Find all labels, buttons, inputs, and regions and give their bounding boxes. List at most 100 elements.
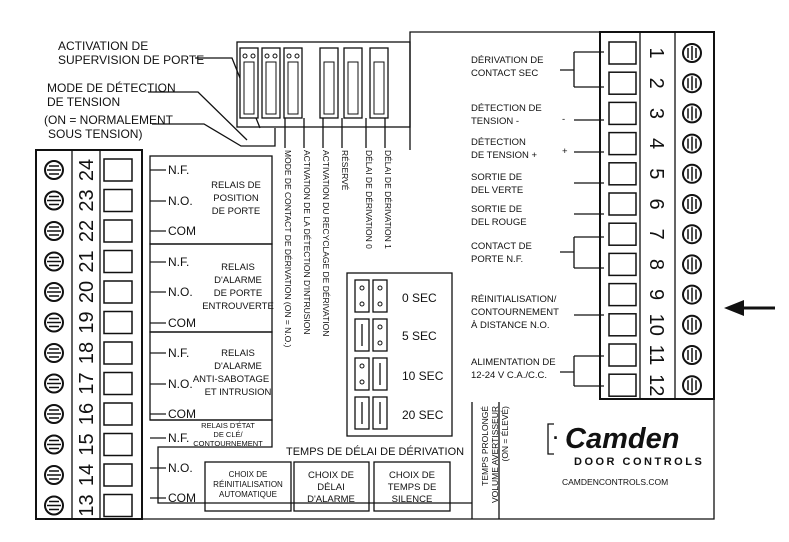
dip-label-delai-0: DÉLAI DE DÉRIVATION 0: [364, 150, 374, 249]
relay-group-label: D'ALARME: [214, 361, 262, 372]
relay-contact-label: COM: [168, 407, 196, 421]
jumper-label-2: VOLUME AVERTISSEUR: [490, 406, 500, 503]
bottom-box: [373, 461, 451, 512]
relay-contact-label: N.F.: [168, 431, 189, 445]
terminal-socket: [608, 71, 637, 95]
bottom-box-label: CHOIX DE: [229, 470, 268, 479]
right-label-leader: [560, 236, 604, 269]
relay-group-label: DE PORTE: [214, 288, 262, 299]
right-label: À DISTANCE N.O.: [471, 320, 549, 331]
terminal-socket: [103, 158, 133, 182]
dip-switch-slot: [347, 61, 359, 115]
delay-option-0: 0 SEC: [402, 291, 437, 305]
relay-contact-label: N.O.: [168, 285, 193, 299]
right-label: 12-24 V C.A./C.C.: [471, 370, 547, 381]
terminal-number: 13: [76, 494, 98, 516]
terminal-number: 5: [645, 168, 667, 179]
relay-group-label: DE PORTE: [212, 206, 260, 217]
dip-switch: [283, 47, 303, 119]
terminal-number: 7: [645, 229, 667, 240]
right-label: DEL VERTE: [471, 185, 523, 196]
dip-dot: [272, 53, 278, 59]
bottom-box-label: SILENCE: [392, 494, 433, 505]
label-activation-supervision-2: SUPERVISION DE PORTE: [58, 53, 204, 67]
right-label: DÉRIVATION DE: [471, 55, 544, 66]
dip-switch: [261, 47, 281, 119]
bottom-box-label: DÉLAI: [317, 482, 344, 493]
arrow-icon: [724, 300, 744, 316]
right-label: CONTACT DE: [471, 241, 532, 252]
delay-jumper-dot: [377, 301, 383, 307]
terminal-socket: [608, 41, 637, 65]
label-mode-detection-2: DE TENSION: [47, 95, 120, 109]
relay-contact-label: N.F.: [168, 163, 189, 177]
dip-switch: [319, 47, 339, 119]
terminal-socket: [608, 162, 637, 186]
terminal-socket: [103, 402, 133, 426]
dip-label-mode-contact: MODE DE CONTACT DE DÉRIVATION (ON = N.O.…: [283, 150, 293, 348]
terminal-socket: [103, 493, 133, 518]
left-terminal-strip: [35, 149, 143, 520]
terminal-socket: [608, 252, 637, 277]
dip-switch-slot: [373, 61, 385, 115]
dip-switch: [343, 47, 363, 119]
terminal-number: 8: [645, 259, 667, 270]
dip-switch-slot: [243, 61, 255, 115]
terminal-number: 18: [76, 342, 98, 364]
delay-jumper-dot: [359, 301, 365, 307]
delay-jumper: [354, 357, 370, 391]
dip-dot: [250, 53, 256, 59]
terminal-number: 6: [645, 198, 667, 209]
delay-jumper-dot: [377, 285, 383, 291]
right-label: CONTOURNEMENT: [471, 307, 559, 318]
terminal-number: 11: [645, 345, 667, 366]
delay-jumper-dot: [377, 324, 383, 330]
relay-group-label: ENTROUVERTE: [202, 301, 274, 312]
delay-jumper: [372, 318, 388, 352]
bottom-box-label: CHOIX DE: [389, 470, 435, 481]
terminal-number: 14: [76, 464, 98, 486]
brand-name: Camden: [565, 423, 679, 455]
delay-jumper: [372, 279, 388, 313]
terminal-socket: [608, 343, 637, 367]
terminal-socket: [103, 188, 133, 213]
terminal-socket: [103, 371, 133, 396]
jumper-label-1: TEMPS PROLONGÉ: [480, 406, 490, 486]
right-terminal-strip: [599, 31, 715, 400]
terminal-number: 15: [76, 433, 98, 455]
delay-option-5: 5 SEC: [402, 329, 437, 343]
dip-label-reserve: RÉSERVÉ: [340, 150, 350, 191]
delay-jumper-box: [346, 272, 453, 437]
relay-contact-label: N.O.: [168, 194, 193, 208]
terminal-number: 20: [76, 281, 98, 303]
terminal-socket: [103, 219, 133, 243]
terminal-socket: [608, 282, 637, 307]
right-label: PORTE N.F.: [471, 254, 523, 265]
terminal-number: 24: [76, 159, 98, 181]
relay-group-label: DE CLÉ/: [213, 430, 243, 439]
terminal-number: 17: [76, 372, 98, 394]
label-mode-detection-1: MODE DE DÉTECTION: [47, 80, 176, 95]
terminal-socket: [103, 280, 133, 304]
relay-contact-label: COM: [168, 316, 196, 330]
dip-switch: [239, 47, 259, 119]
right-label: DE TENSION +: [471, 150, 538, 161]
dip-switch: [369, 47, 389, 119]
delay-jumper-dot: [359, 379, 365, 385]
brand-sub: DOOR CONTROLS: [574, 456, 704, 468]
relay-group-label: ET INTRUSION: [205, 387, 272, 398]
terminal-number: 21: [76, 250, 98, 272]
relay-group-label: RELAIS D'ÉTAT: [201, 421, 255, 430]
right-label: TENSION -: [471, 116, 519, 127]
relay-contact-label: N.F.: [168, 255, 189, 269]
delay-title: TEMPS DE DÉLAI DE DÉRIVATION: [286, 445, 464, 458]
bottom-box-label: TEMPS DE: [388, 482, 437, 493]
relay-group-label: POSITION: [213, 193, 259, 204]
terminal-number: 10: [645, 314, 667, 336]
delay-option-20: 20 SEC: [402, 408, 444, 422]
terminal-number: 1: [645, 47, 667, 58]
right-label-leader: [560, 355, 604, 387]
polarity-plus: +: [562, 146, 568, 157]
dip-dot: [286, 53, 292, 59]
